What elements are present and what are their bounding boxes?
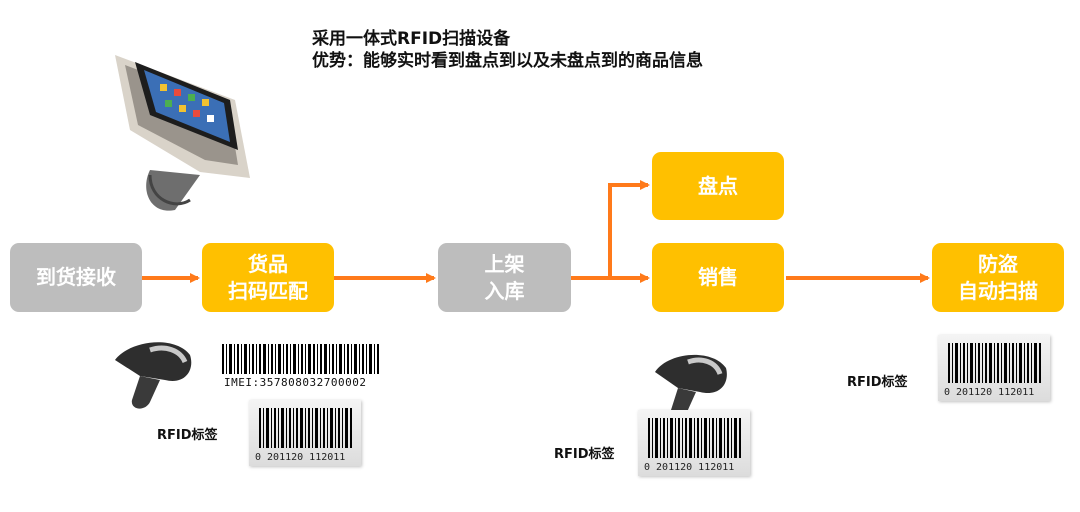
- node-inventory-label: 盘点: [698, 173, 738, 198]
- node-shelf-label-1: 上架: [484, 251, 525, 276]
- rfid-tag-3: 0 201120 112011: [938, 335, 1050, 401]
- node-sales-label: 销售: [698, 265, 738, 289]
- rfid-tag-3-bars: [948, 343, 1041, 383]
- node-receive-label: 到货接收: [36, 265, 116, 289]
- arrow-shelf-to-inventory: [608, 180, 650, 278]
- rfid-label-text-1: RFID标签: [157, 428, 218, 443]
- header-text: 采用一体式RFID扫描设备 优势：能够实时看到盘点到以及未盘点到的商品信息: [312, 28, 703, 72]
- header-line-1: 采用一体式RFID扫描设备: [312, 29, 511, 49]
- node-match: 货品 扫码匹配: [202, 243, 334, 312]
- rfid-tag-2-number: 0 201120 112011: [644, 462, 735, 473]
- header-line-2: 优势：能够实时看到盘点到以及未盘点到的商品信息: [312, 51, 703, 71]
- barcode-scanner-icon: [115, 342, 192, 409]
- imei-barcode-tag: IMEI:357808032700002: [218, 344, 390, 392]
- rfid-tag-1-number: 0 201120 112011: [255, 452, 346, 463]
- node-shelf-label-2: 入库: [484, 278, 525, 303]
- rfid-handheld-device-icon: [115, 55, 250, 211]
- rfid-tag-3-number: 0 201120 112011: [944, 387, 1035, 398]
- node-antitheft: 防盗 自动扫描: [932, 243, 1064, 312]
- rfid-tag-2-bars: [648, 418, 741, 458]
- rfid-tag-2: 0 201120 112011: [638, 410, 750, 476]
- node-receive: 到货接收: [10, 243, 142, 312]
- barcode-scanner-icon-2: [655, 354, 727, 418]
- node-shelf: 上架 入库: [438, 243, 571, 312]
- node-inventory: 盘点: [652, 152, 784, 220]
- rfid-tag-1-bars: [259, 408, 352, 448]
- imei-barcode-bars: [222, 344, 379, 374]
- imei-text: IMEI:357808032700002: [224, 376, 367, 389]
- rfid-label-text-3: RFID标签: [847, 375, 908, 390]
- rfid-label-text-2: RFID标签: [554, 447, 615, 462]
- rfid-tag-1: 0 201120 112011: [249, 400, 361, 466]
- node-sales: 销售: [652, 243, 784, 312]
- node-antitheft-label-1: 防盗: [978, 251, 1018, 276]
- node-match-label-1: 货品: [248, 251, 288, 276]
- node-match-label-2: 扫码匹配: [228, 278, 308, 303]
- node-antitheft-label-2: 自动扫描: [958, 278, 1038, 303]
